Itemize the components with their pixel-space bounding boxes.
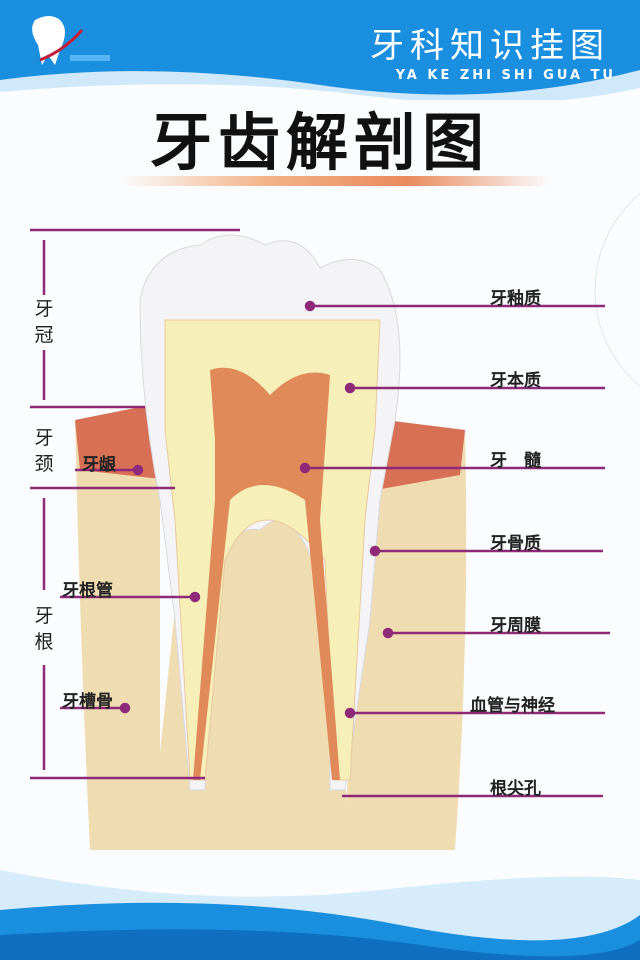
gum-right <box>375 420 465 490</box>
region-label-crown: 牙冠 <box>34 298 54 346</box>
label-gingiva: 牙龈 <box>82 455 116 475</box>
label-pulp: 牙 髓 <box>490 451 541 471</box>
label-alveolar-bone: 牙槽骨 <box>62 692 113 712</box>
label-cementum: 牙骨质 <box>490 534 541 554</box>
tooth-mascot-logo <box>32 16 110 65</box>
region-label-neck: 牙颈 <box>34 427 54 475</box>
label-apical-foramen: 根尖孔 <box>490 779 541 799</box>
region-label-root: 牙根 <box>34 605 54 653</box>
label-enamel: 牙釉质 <box>490 289 541 309</box>
alveolar-bone-left <box>75 420 160 850</box>
gum-left <box>75 405 170 480</box>
label-vessels-nerves: 血管与神经 <box>470 696 555 716</box>
header-banner <box>0 0 640 100</box>
header-subtitle: YA KE ZHI SHI GUA TU <box>395 68 616 83</box>
page-title: 牙齿解剖图 <box>149 106 490 179</box>
label-periodontal-membrane: 牙周膜 <box>490 616 541 636</box>
label-root-canal: 牙根管 <box>62 581 113 601</box>
header-title: 牙科知识挂图 <box>370 26 610 66</box>
label-dentin: 牙本质 <box>490 371 541 391</box>
footer-wave <box>0 870 640 960</box>
title-underline <box>120 176 550 186</box>
